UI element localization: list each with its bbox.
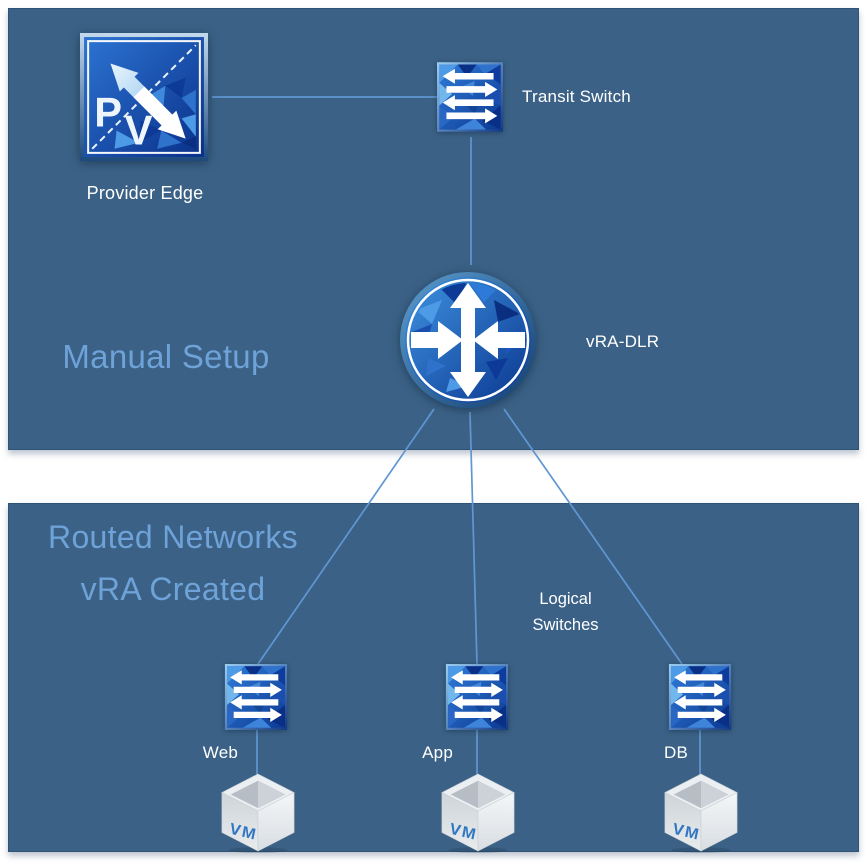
- logical-switches-line2: Switches: [532, 616, 599, 634]
- dlr-arrow-left-inward: [411, 321, 463, 359]
- provider-edge-icon: P V: [80, 33, 208, 161]
- manual-setup-title: Manual Setup: [62, 338, 270, 375]
- dlr-arrow-vertical: [450, 283, 486, 397]
- db-vm-icon: [662, 771, 740, 853]
- db-switch-icon: [668, 664, 732, 730]
- pe-letter-v: V: [125, 107, 153, 154]
- app-switch-label: App: [422, 743, 453, 762]
- web-vm-icon: [219, 771, 297, 853]
- routed-title-line2: vRA Created: [80, 571, 266, 607]
- transit-switch-icon: [437, 62, 503, 132]
- dlr-arrow-right-inward: [473, 321, 525, 359]
- vra-dlr-router-icon: [400, 272, 536, 408]
- provider-edge-label: Provider Edge: [86, 183, 204, 203]
- vra-dlr-label: vRA-DLR: [586, 332, 660, 351]
- transit-switch-label: Transit Switch: [522, 87, 631, 106]
- routed-networks-title: Routed Networks vRA Created: [8, 511, 338, 615]
- web-switch-label: Web: [202, 743, 238, 762]
- pe-arrow-downright: [133, 86, 186, 139]
- pe-letter-p: P: [94, 88, 122, 135]
- app-switch-icon: [445, 664, 509, 730]
- web-switch-icon: [224, 664, 288, 730]
- logical-switches-line1: Logical: [539, 590, 592, 608]
- db-switch-label: DB: [663, 743, 688, 762]
- logical-switches-note: Logical Switches: [500, 586, 631, 638]
- app-vm-icon: [439, 771, 517, 853]
- routed-title-line1: Routed Networks: [48, 519, 298, 555]
